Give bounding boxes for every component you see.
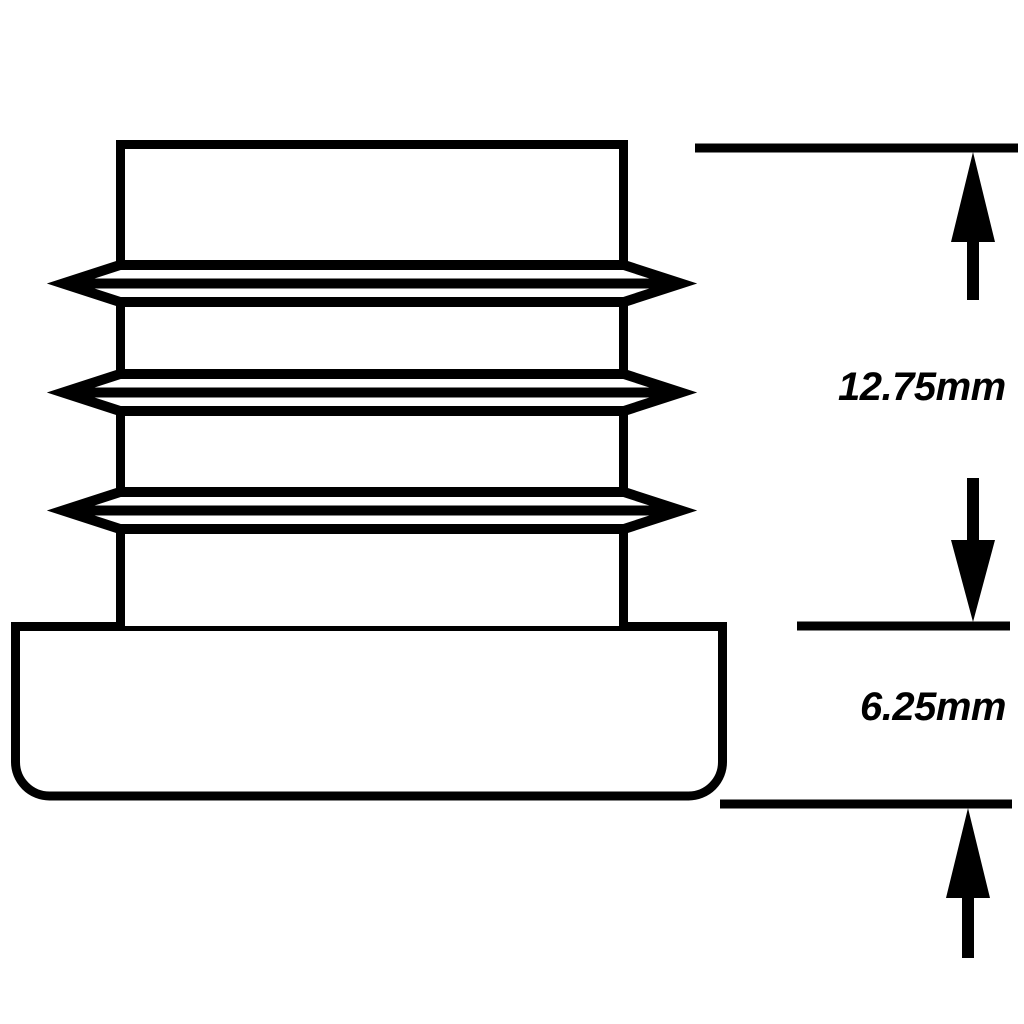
dim1-down-arrow [951,478,995,622]
part-outline-group [11,140,727,801]
rib-1-group [46,260,698,307]
dimension-6-25mm-group: 6.25mm [720,685,1012,958]
dimension-label-12-75mm: 12.75mm [838,365,1006,409]
rib-3-group [46,487,698,534]
rib-2-group [46,369,698,416]
dim1-up-arrow [951,152,995,300]
dimension-label-6-25mm: 6.25mm [860,685,1006,729]
base-flange-shape [11,622,727,801]
dimension-12-75mm-group: 12.75mm [695,143,1018,631]
dim2-up-arrow [946,808,990,958]
